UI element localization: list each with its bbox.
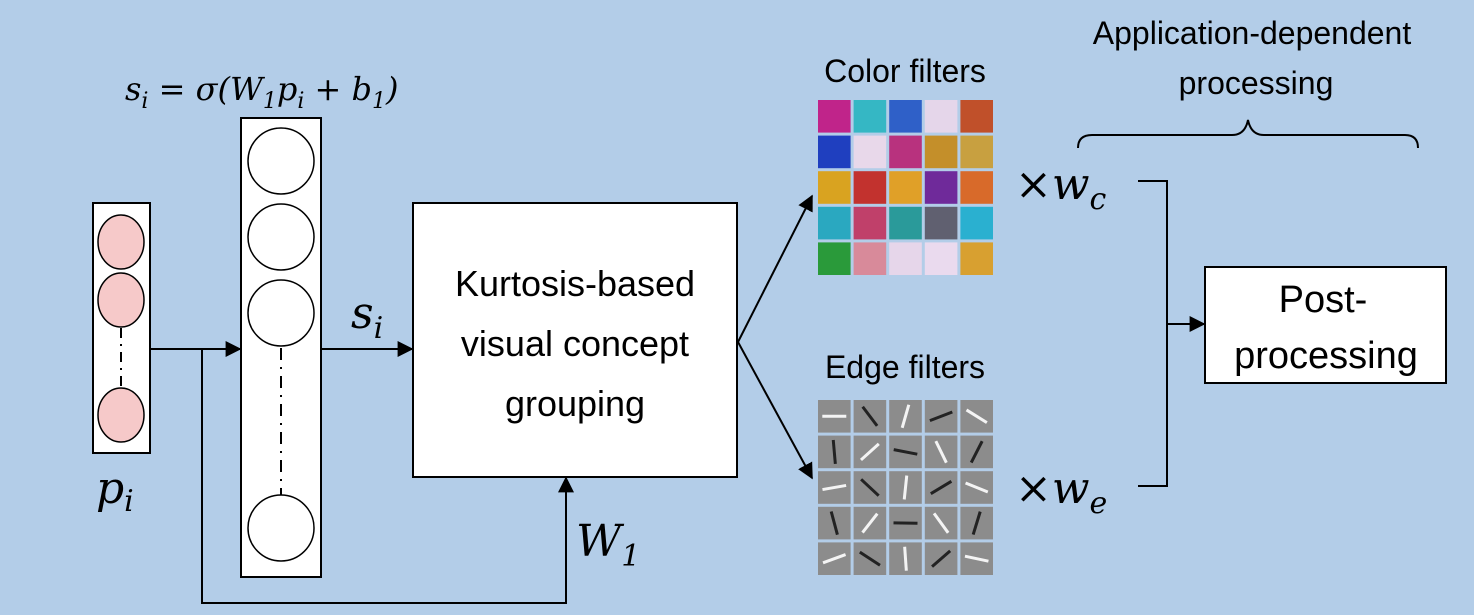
color-filter-tile xyxy=(853,100,887,133)
color-filter-tile xyxy=(818,171,851,204)
edge-filter-stroke xyxy=(859,550,881,567)
hidden-output-label: si xyxy=(351,288,383,346)
edge-filter-stroke xyxy=(965,408,988,424)
hidden-node-2 xyxy=(247,203,315,271)
color-filter-tile xyxy=(924,242,958,275)
edge-filter-stroke xyxy=(893,448,918,456)
color-filter-tile xyxy=(960,100,993,133)
hidden-layer-formula: si = σ(W1pi + b1) xyxy=(125,70,399,114)
edge-filter-stroke xyxy=(900,404,911,429)
color-filter-tile xyxy=(960,171,993,204)
color-filter-tile xyxy=(853,206,887,240)
input-node-3 xyxy=(97,387,145,443)
edge-filter-stroke xyxy=(903,546,908,571)
edge-filter-stroke xyxy=(861,512,879,534)
color-weight-label: ×wc xyxy=(1015,159,1107,217)
edge-filter-stroke xyxy=(859,442,880,462)
color-filter-tile xyxy=(924,206,958,240)
weight-label: W1 xyxy=(576,516,640,574)
color-filter-tile xyxy=(960,135,993,169)
color-filter-tile xyxy=(853,135,887,169)
color-filter-tile xyxy=(853,171,887,204)
edge-filter-stroke xyxy=(860,478,880,497)
edge-filter-stroke xyxy=(861,405,879,427)
color-filter-tile xyxy=(960,242,993,275)
to-edge-filters-arrow xyxy=(737,341,813,480)
hidden-node-1 xyxy=(247,127,315,195)
color-filter-tile xyxy=(960,206,993,240)
color-filter-tile xyxy=(818,100,851,133)
edge-filters-title: Edge filters xyxy=(825,349,985,385)
color-filter-tile xyxy=(853,242,887,275)
edge-filter-stroke xyxy=(931,549,952,568)
color-filter-tile xyxy=(889,206,922,240)
edge-filter-stroke xyxy=(969,440,984,464)
edge-filter-stroke xyxy=(929,410,953,423)
edge-filter-stroke xyxy=(971,511,982,536)
hidden-node-4 xyxy=(247,494,315,562)
grouping-box xyxy=(412,202,738,478)
color-filter-tile xyxy=(889,100,922,133)
color-filter-tile xyxy=(818,206,851,240)
input-node-1 xyxy=(97,214,145,270)
color-filter-tile xyxy=(889,135,922,169)
app-dependent-line-1: Application-dependent xyxy=(1093,15,1412,51)
edge-filter-grid xyxy=(818,400,993,575)
input-label: pi xyxy=(96,463,134,519)
skip-connection-line xyxy=(201,349,574,604)
merge-bracket xyxy=(1138,180,1168,487)
edge-filter-stroke xyxy=(822,483,847,492)
color-filter-tile xyxy=(924,171,958,204)
edge-filter-stroke xyxy=(829,511,839,536)
color-filter-tile xyxy=(889,171,922,204)
grouping-line-3: grouping xyxy=(505,383,645,424)
input-node-2 xyxy=(97,272,145,328)
color-filter-tile xyxy=(889,242,922,275)
edge-weight-label: ×we xyxy=(1015,463,1107,521)
edge-filter-stroke xyxy=(902,475,909,500)
edge-filter-stroke xyxy=(822,553,847,565)
grouping-line-2: visual concept xyxy=(461,323,689,364)
grouping-line-1: Kurtosis-based xyxy=(455,263,695,304)
edge-filter-stroke xyxy=(932,512,950,534)
edge-filter-stroke xyxy=(930,480,953,495)
edge-filter-stroke xyxy=(831,439,837,464)
post-processing-line-1: Post- xyxy=(1279,279,1368,321)
edge-filter-stroke xyxy=(965,481,989,494)
edge-filter-stroke xyxy=(964,554,989,563)
color-filter-tile xyxy=(924,135,958,169)
color-filters-title: Color filters xyxy=(824,53,986,89)
app-dependent-line-2: processing xyxy=(1179,65,1334,101)
color-filter-tile xyxy=(818,135,851,169)
color-filter-tile xyxy=(818,242,851,275)
color-filter-tile xyxy=(924,100,958,133)
post-processing-box xyxy=(1204,266,1447,384)
edge-filter-stroke xyxy=(934,440,948,464)
to-color-filters-arrow xyxy=(737,194,813,343)
post-processing-line-2: processing xyxy=(1234,335,1418,377)
color-filter-grid xyxy=(818,100,993,275)
hidden-node-3 xyxy=(247,279,315,347)
app-dependent-brace xyxy=(1077,119,1419,149)
